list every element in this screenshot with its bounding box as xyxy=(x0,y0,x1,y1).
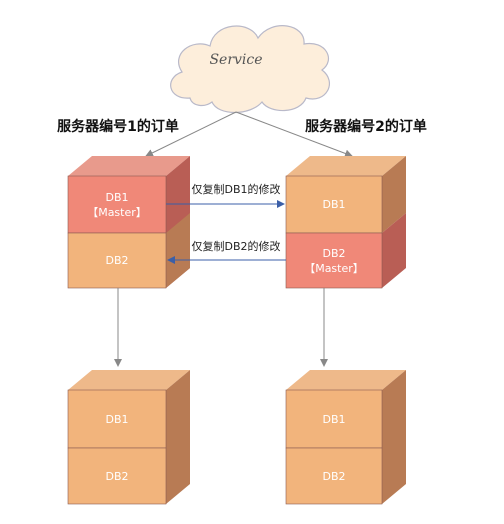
left-bottom-db2-block xyxy=(67,447,167,505)
right-top-db1-block xyxy=(285,175,383,234)
service-label: Service xyxy=(209,52,262,68)
right-server-header: 服务器编号2的订单 xyxy=(305,118,427,135)
left-bottom-db1-label: DB1 xyxy=(105,413,128,426)
left-bottom-stack: DB1 DB2 xyxy=(67,370,190,505)
right-top-db1-label: DB1 xyxy=(322,198,345,211)
service-cloud: Service xyxy=(170,25,331,113)
cloud-to-left-arrow xyxy=(145,111,237,157)
right-bottom-db1-block xyxy=(285,389,383,449)
right-bottom-stack: DB1 DB2 xyxy=(285,370,406,505)
right-top-stack: DB1 DB2 【Master】 xyxy=(285,156,406,289)
left-server-header: 服务器编号1的订单 xyxy=(57,118,179,135)
cloud-to-right-arrow xyxy=(235,111,353,158)
right-top-db2-block xyxy=(285,232,383,289)
right-bottom-db2-label: DB2 xyxy=(322,470,345,483)
left-top-stack: DB1 【Master】 DB2 xyxy=(67,156,190,289)
left-top-db1-role: 【Master】 xyxy=(87,206,147,219)
left-top-db2-label: DB2 xyxy=(105,254,128,267)
left-bottom-db2-label: DB2 xyxy=(105,470,128,483)
replicate-db2-label: 仅复制DB2的修改 xyxy=(191,239,280,253)
left-top-db1-label: DB1 xyxy=(105,191,128,204)
left-top-db2-block xyxy=(67,232,167,289)
right-top-db2-label: DB2 xyxy=(322,247,345,260)
right-bottom-db1-label: DB1 xyxy=(322,413,345,426)
left-top-db1-block xyxy=(67,175,167,234)
right-top-db2-role: 【Master】 xyxy=(304,262,364,275)
replicate-db1-label: 仅复制DB1的修改 xyxy=(191,182,280,196)
right-bottom-db2-block xyxy=(285,447,383,505)
